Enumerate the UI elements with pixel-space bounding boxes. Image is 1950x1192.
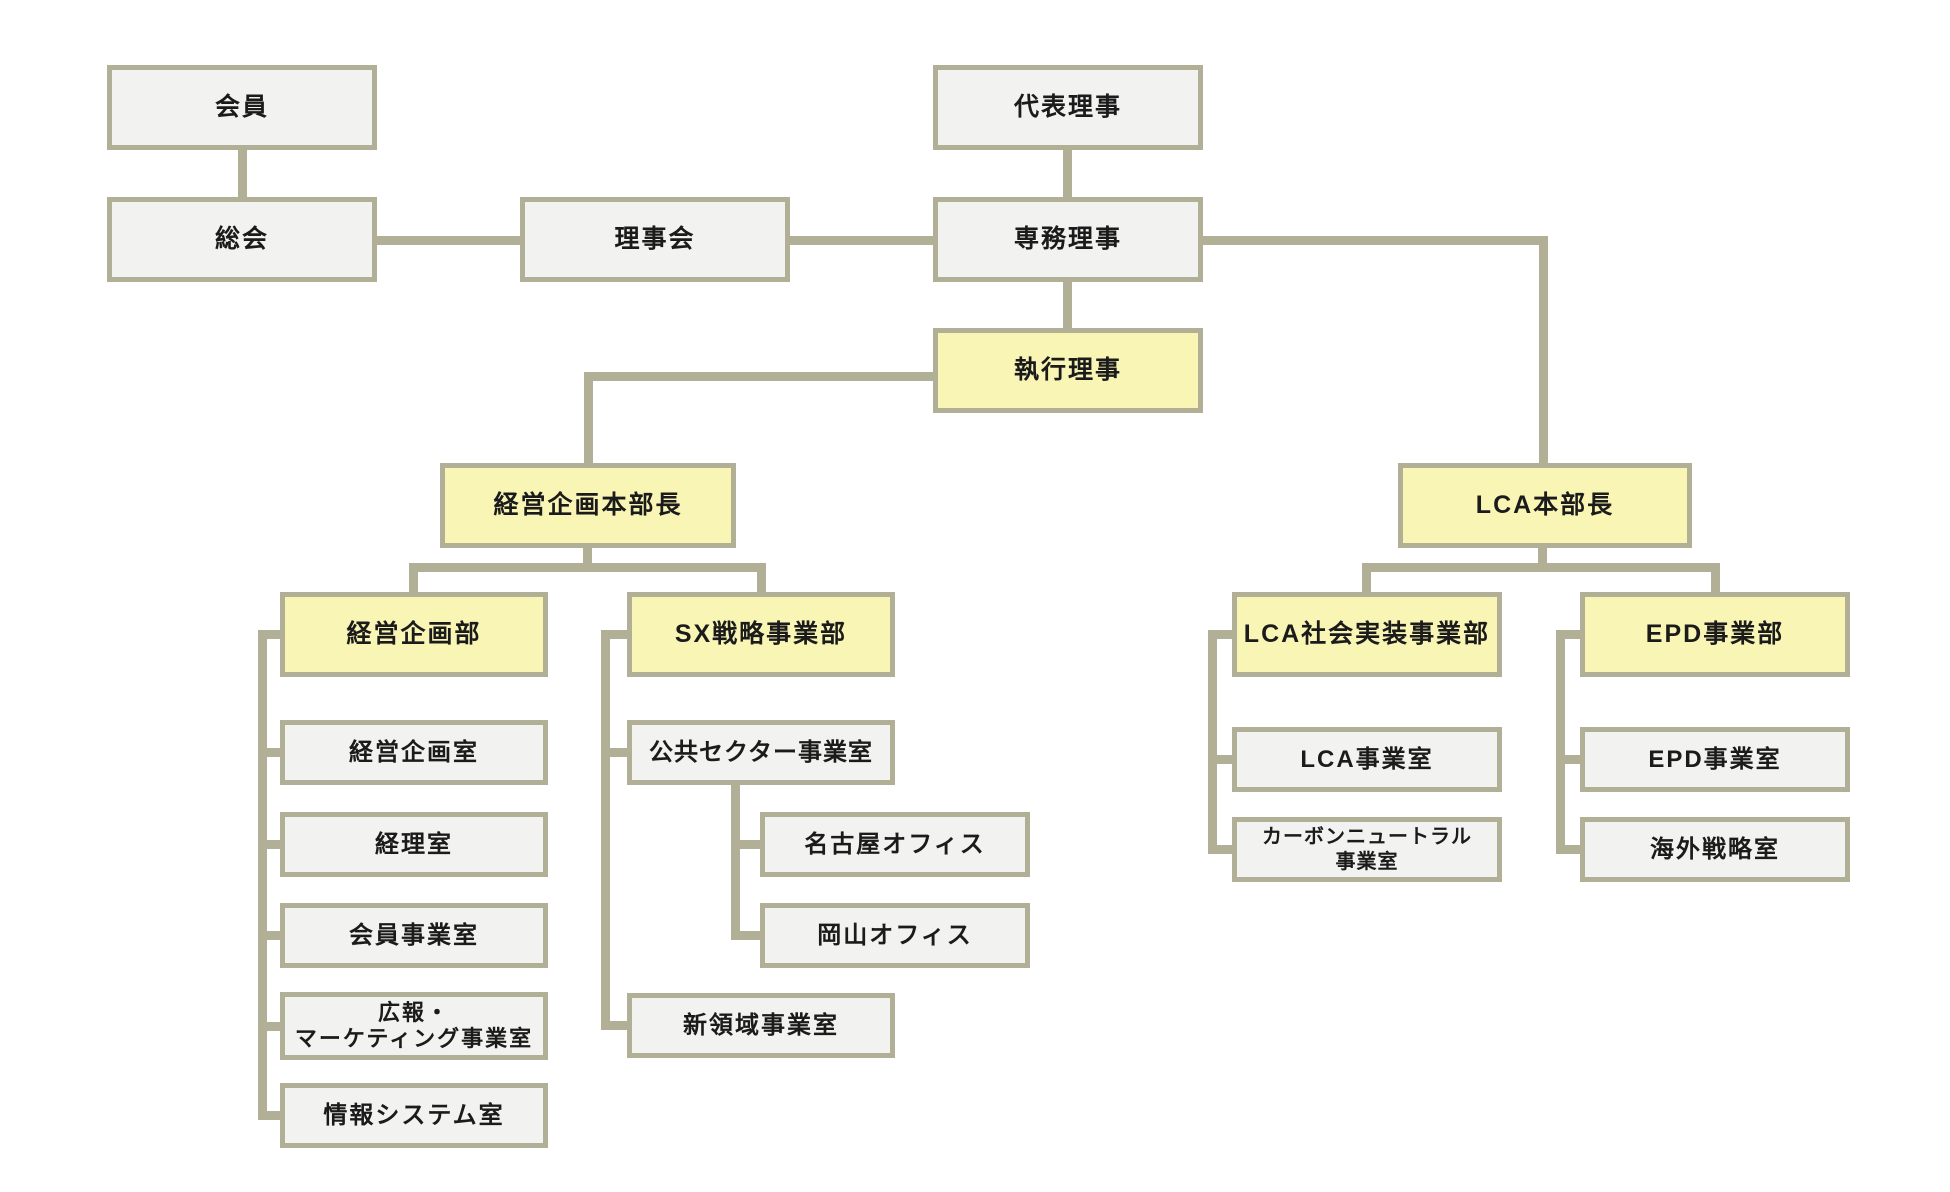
spine-keieibu-stub-top: [258, 630, 280, 639]
spine-sx-stub-top: [601, 630, 627, 639]
stub-epd-jigyo-shitsu: [1556, 755, 1580, 764]
node-keiei-kikaku-bu: 経営企画部: [280, 592, 548, 677]
stub-nagoya-office: [731, 840, 760, 849]
node-shinryoiki-jigyo-shitsu: 新領域事業室: [627, 993, 895, 1058]
stub-kaigai-senryaku: [1556, 845, 1580, 854]
spine-lca-stub-top: [1208, 630, 1232, 639]
node-kokyo-sector-jigyo-shitsu: 公共セクター事業室: [627, 720, 895, 785]
connector-shikkou-keiei-vertical: [584, 372, 593, 463]
stub-lca-jigyo-shitsu: [1208, 755, 1232, 764]
connector-rijikai-senmu: [790, 236, 933, 245]
connector-soukai-rijikai: [377, 236, 520, 245]
stub-keiri-shitsu: [258, 840, 280, 849]
node-nagoya-office: 名古屋オフィス: [760, 812, 1030, 877]
node-carbon-neutral-jigyo-shitsu: カーボンニュートラル 事業室: [1232, 817, 1502, 882]
connector-lca-splitter: [1362, 563, 1720, 572]
connector-senmu-shikkou: [1063, 282, 1072, 328]
node-kaigai-senryaku-shitsu: 海外戦略室: [1580, 817, 1850, 882]
connector-senmu-lca-vertical: [1539, 236, 1548, 463]
connector-kaiin-soukai: [238, 150, 247, 197]
node-lca-honbucho: LCA本部長: [1398, 463, 1692, 548]
connector-drop-keieibu: [409, 563, 418, 592]
connector-drop-epd: [1711, 563, 1720, 592]
stub-keiei-kikaku-shitsu: [258, 748, 280, 757]
node-okayama-office: 岡山オフィス: [760, 903, 1030, 968]
node-shikkou-riji: 執行理事: [933, 328, 1203, 413]
subspine-kokyo-sector: [731, 785, 740, 940]
node-rijikai: 理事会: [520, 197, 790, 282]
node-epd-jigyo-shitsu: EPD事業室: [1580, 727, 1850, 792]
spine-epd: [1556, 630, 1565, 854]
connector-keiei-honbu-drop: [583, 548, 592, 568]
node-koho-marketing-jigyo-shitsu: 広報・ マーケティング事業室: [280, 992, 548, 1060]
node-lca-jigyo-shitsu: LCA事業室: [1232, 727, 1502, 792]
node-joho-system-shitsu: 情報システム室: [280, 1083, 548, 1148]
node-keiei-kikaku-shitsu: 経営企画室: [280, 720, 548, 785]
connector-keiei-splitter: [409, 563, 766, 572]
spine-keieibu: [258, 630, 267, 1120]
connector-drop-lca-shakai: [1362, 563, 1371, 592]
node-sx-senryaku-jigyobu: SX戦略事業部: [627, 592, 895, 677]
stub-okayama-office: [731, 931, 760, 940]
node-keiri-shitsu: 経理室: [280, 812, 548, 877]
connector-shikkou-keiei-horizontal: [588, 372, 933, 381]
connector-daihyou-senmu: [1063, 150, 1072, 197]
spine-epd-stub-top: [1556, 630, 1580, 639]
node-epd-jigyobu: EPD事業部: [1580, 592, 1850, 677]
stub-kokyo-sector: [601, 748, 627, 757]
node-lca-shakai-jisso-jigyobu: LCA社会実装事業部: [1232, 592, 1502, 677]
connector-drop-sx: [757, 563, 766, 592]
stub-koho-marketing: [258, 1022, 280, 1031]
connector-senmu-lca-horizontal: [1203, 236, 1548, 245]
spine-sx: [601, 630, 610, 1030]
stub-joho-system: [258, 1111, 280, 1120]
node-kaiin-jigyo-shitsu: 会員事業室: [280, 903, 548, 968]
node-senmu-riji: 専務理事: [933, 197, 1203, 282]
node-soukai: 総会: [107, 197, 377, 282]
connector-lca-honbu-drop: [1538, 548, 1547, 568]
spine-lca: [1208, 630, 1217, 854]
stub-kaiin-jigyo-shitsu: [258, 931, 280, 940]
node-daihyou-riji: 代表理事: [933, 65, 1203, 150]
node-keiei-kikaku-honbucho: 経営企画本部長: [440, 463, 736, 548]
stub-shinryoiki: [601, 1021, 627, 1030]
stub-carbon-neutral: [1208, 845, 1232, 854]
node-kaiin: 会員: [107, 65, 377, 150]
